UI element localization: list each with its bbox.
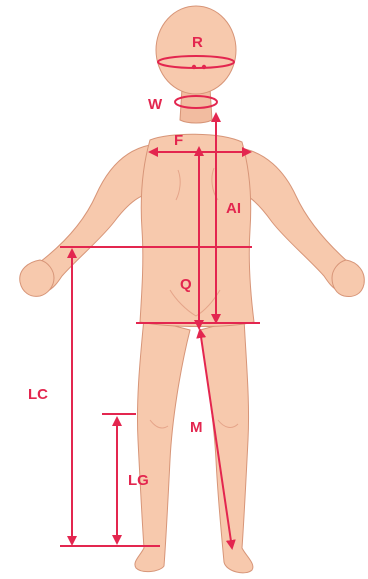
right-leg bbox=[200, 318, 253, 573]
left-hand bbox=[20, 260, 54, 296]
label-lc: LC bbox=[28, 386, 48, 403]
label-lg: LG bbox=[128, 472, 149, 489]
label-ai: AI bbox=[226, 200, 241, 217]
label-w: W bbox=[148, 96, 163, 113]
right-hand bbox=[332, 260, 364, 297]
label-r: R bbox=[192, 34, 203, 51]
left-leg bbox=[135, 318, 190, 572]
label-q: Q bbox=[180, 276, 192, 293]
label-f: F bbox=[174, 132, 183, 149]
r-marker-right bbox=[202, 65, 206, 69]
label-m: M bbox=[190, 419, 203, 436]
r-marker-left bbox=[192, 65, 196, 69]
torso bbox=[140, 134, 254, 326]
